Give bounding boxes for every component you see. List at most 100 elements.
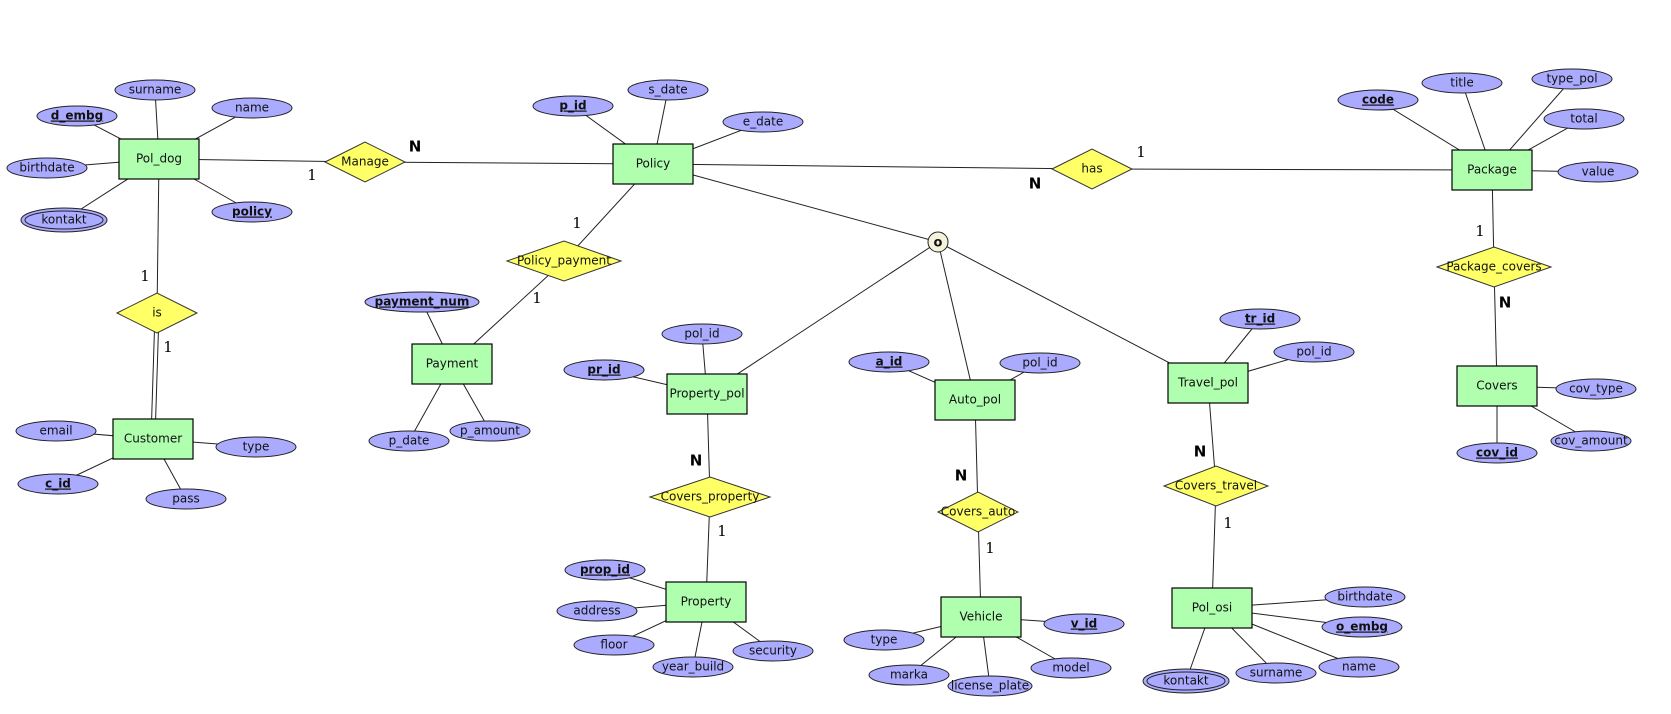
relationship-has[interactable]: has: [1050, 148, 1134, 190]
entity-property-pol[interactable]: Property_pol: [666, 373, 748, 415]
entity-label: Property_pol: [669, 387, 744, 401]
relationship-covers-auto[interactable]: Covers_auto: [936, 491, 1020, 533]
attribute-ellipse: [843, 629, 925, 651]
cardinality-label: 1: [572, 214, 582, 232]
relationship-label: is: [152, 306, 162, 320]
attribute-code[interactable]: code: [1337, 89, 1419, 111]
key-attribute-label: pr_id: [587, 363, 620, 378]
attribute-v-id[interactable]: v_id: [1043, 613, 1125, 635]
relationship-label: Manage: [341, 155, 389, 169]
attribute-cov-id[interactable]: cov_id: [1456, 442, 1538, 464]
attribute-label: floor: [600, 638, 627, 652]
cardinality-label: 1: [1475, 222, 1485, 240]
attribute-a-id[interactable]: a_id: [848, 351, 930, 373]
entity-package[interactable]: Package: [1451, 149, 1533, 191]
entity-label: Policy: [636, 157, 671, 171]
relationship-label: has: [1081, 162, 1102, 176]
attribute-security[interactable]: security: [732, 640, 814, 662]
attribute-cov-amount[interactable]: cov_amount: [1550, 430, 1632, 452]
attribute-s-date[interactable]: s_date: [627, 79, 709, 101]
attribute-pol-id3[interactable]: pol_id: [1273, 341, 1355, 363]
attribute-d-embg[interactable]: d_embg: [36, 105, 118, 127]
attribute-p-amount[interactable]: p_amount: [449, 420, 531, 442]
entity-covers[interactable]: Covers: [1456, 365, 1538, 407]
entity-box: [940, 596, 1022, 638]
attribute-label: security: [749, 644, 797, 658]
attribute-license-plate[interactable]: license_plate: [947, 675, 1033, 697]
attribute-label: pol_id: [1296, 345, 1331, 359]
attribute-pass[interactable]: pass: [145, 488, 227, 510]
attribute-floor[interactable]: floor: [573, 634, 655, 656]
entity-auto-pol[interactable]: Auto_pol: [934, 379, 1016, 421]
attribute-c-id[interactable]: c_id: [17, 473, 99, 495]
attribute-ellipse: [6, 157, 88, 179]
attribute-cov-type[interactable]: cov_type: [1555, 378, 1637, 400]
attribute-o-embg[interactable]: o_embg: [1321, 616, 1403, 638]
attribute-ellipse: [661, 323, 743, 345]
attribute-value[interactable]: value: [1557, 161, 1639, 183]
attribute-ellipse: [1030, 657, 1112, 679]
attribute-p-date[interactable]: p_date: [368, 430, 450, 452]
attribute-kontakt2[interactable]: kontakt: [1142, 668, 1230, 694]
attribute-label: cov_amount: [1554, 434, 1628, 448]
attribute-title[interactable]: title: [1421, 72, 1503, 94]
attribute-name2[interactable]: name: [1318, 656, 1400, 678]
attribute-year-build[interactable]: year_build: [652, 656, 734, 678]
entity-box: [666, 373, 748, 415]
key-attribute-label: a_id: [876, 355, 903, 370]
attribute-label: kontakt: [41, 213, 86, 227]
attribute-tr-id[interactable]: tr_id: [1219, 308, 1301, 330]
relationship-is[interactable]: is: [115, 292, 199, 334]
entity-travel-pol[interactable]: Travel_pol: [1167, 362, 1249, 404]
attribute-type1[interactable]: type: [215, 436, 297, 458]
attribute-pol-id2[interactable]: pol_id: [999, 352, 1081, 374]
attribute-ellipse: [368, 430, 450, 452]
attribute-label: cov_type: [1569, 382, 1623, 396]
attribute-birthdate2[interactable]: birthdate: [1324, 586, 1406, 608]
attribute-pol-id1[interactable]: pol_id: [661, 323, 743, 345]
attribute-ellipse: [1337, 89, 1419, 111]
relationship-label: Policy_payment: [517, 254, 611, 268]
entity-customer[interactable]: Customer: [112, 418, 194, 460]
relationship-manage[interactable]: Manage: [323, 141, 407, 183]
attribute-kontakt1[interactable]: kontakt: [20, 207, 108, 233]
entity-label: Pol_dog: [136, 152, 182, 166]
relationship-covers-travel[interactable]: Covers_travel: [1162, 465, 1270, 507]
entity-vehicle[interactable]: Vehicle: [940, 596, 1022, 638]
key-attribute-label: code: [1362, 93, 1394, 107]
entity-property[interactable]: Property: [665, 581, 747, 623]
attribute-payment-num[interactable]: payment_num: [364, 291, 480, 313]
attribute-ellipse: [947, 675, 1033, 697]
total-participation-line: [150, 312, 156, 440]
entity-policy[interactable]: Policy: [612, 143, 694, 185]
relationship-package-covers[interactable]: Package_covers: [1435, 246, 1553, 288]
attribute-email[interactable]: email: [15, 420, 97, 442]
attribute-ellipse: [364, 291, 480, 313]
attribute-birthdate1[interactable]: birthdate: [6, 157, 88, 179]
attribute-surname2[interactable]: surname: [1235, 662, 1317, 684]
entity-box: [934, 379, 1016, 421]
attribute-type2[interactable]: type: [843, 629, 925, 651]
relationship-covers-property[interactable]: Covers_property: [648, 476, 772, 518]
attribute-name1[interactable]: name: [211, 97, 293, 119]
attribute-policy[interactable]: policy: [211, 201, 293, 223]
attribute-type-pol[interactable]: type_pol: [1531, 68, 1613, 90]
entity-pol-osi[interactable]: Pol_osi: [1171, 587, 1253, 629]
entity-pol-dog[interactable]: Pol_dog: [118, 138, 200, 180]
entity-payment[interactable]: Payment: [411, 343, 493, 385]
attribute-label: p_date: [389, 434, 430, 448]
attribute-marka[interactable]: marka: [868, 664, 950, 686]
relationship-diamond: [1435, 246, 1553, 288]
attribute-e-date[interactable]: e_date: [722, 111, 804, 133]
attribute-surname1[interactable]: surname: [114, 79, 196, 101]
attribute-address[interactable]: address: [556, 600, 638, 622]
attribute-model[interactable]: model: [1030, 657, 1112, 679]
attribute-p-id[interactable]: p_id: [532, 95, 614, 117]
attribute-pr-id[interactable]: pr_id: [563, 359, 645, 381]
attribute-prop-id[interactable]: prop_id: [564, 559, 646, 581]
relationship-policy-payment[interactable]: Policy_payment: [505, 240, 623, 282]
overlap-specialization-circle[interactable]: o: [927, 231, 949, 253]
key-attribute-label: v_id: [1071, 617, 1098, 632]
attribute-total[interactable]: total: [1543, 108, 1625, 130]
